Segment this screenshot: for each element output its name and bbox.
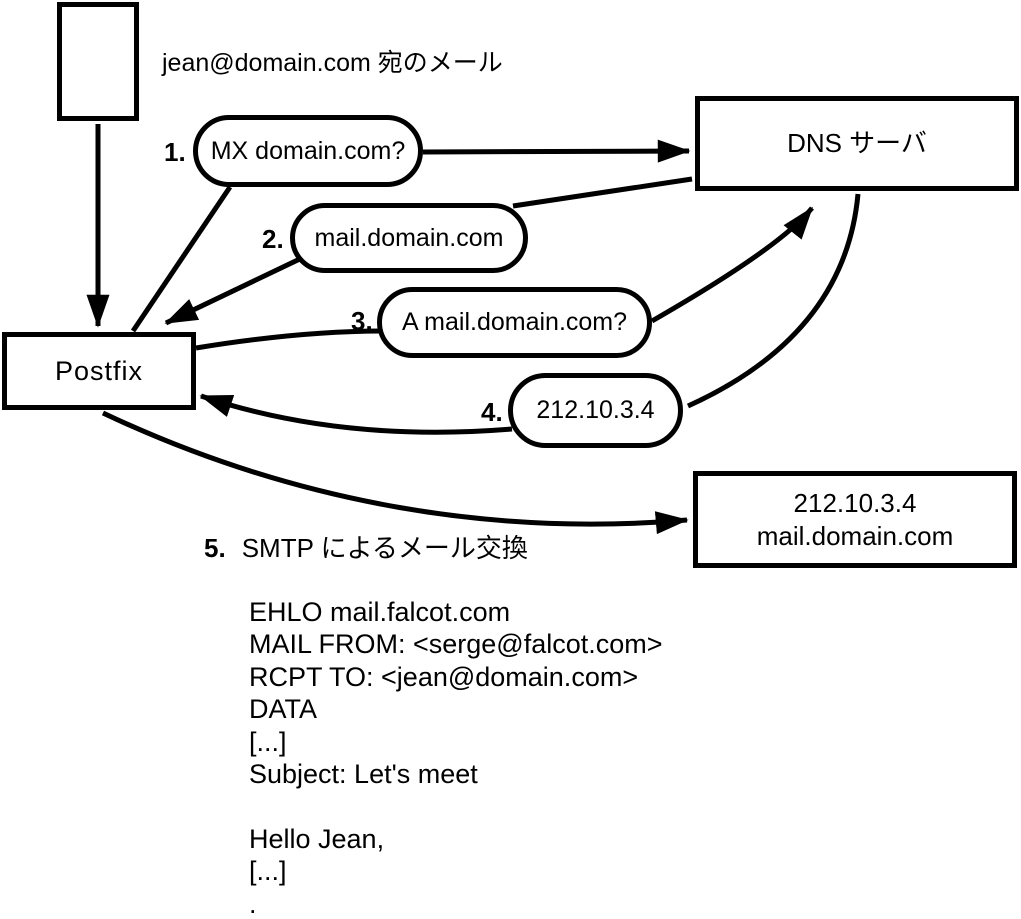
step2-answer-text: mail.domain.com: [314, 223, 504, 252]
step1-query-text: MX domain.com?: [210, 136, 406, 165]
smtp-line: RCPT TO: <jean@domain.com>: [249, 661, 639, 692]
smtp-line: Hello Jean,: [249, 823, 385, 854]
step3-query-pill: A mail.domain.com?: [377, 287, 652, 358]
smtp-line: Subject: Let's meet: [249, 758, 478, 789]
step5-text: SMTP によるメール交換: [241, 533, 528, 563]
step1-query-pill: MX domain.com?: [193, 115, 423, 187]
step5-caption: 5. SMTP によるメール交換: [204, 528, 528, 565]
step4-answer-text: 212.10.3.4: [536, 396, 655, 424]
step4-answer-pill: 212.10.3.4: [508, 373, 683, 448]
postfix-node: Postfix: [2, 332, 196, 410]
line-dns-to-step4: [686, 193, 861, 409]
step2-answer-pill: mail.domain.com: [290, 203, 528, 273]
arrow-step3-to-dns: [650, 206, 814, 324]
step5-number: 5.: [204, 533, 226, 563]
smtp-line: MAIL FROM: <serge@falcot.com>: [249, 629, 663, 660]
arrow-step1-to-dns: [422, 139, 691, 163]
smtp-session-transcript: EHLO mail.falcot.com MAIL FROM: <serge@f…: [249, 596, 663, 919]
smtp-line: [...]: [249, 726, 287, 757]
step2-number: 2.: [262, 224, 284, 254]
step3-number: 3.: [351, 306, 373, 336]
dns-server-node: DNS サーバ: [695, 96, 1019, 191]
smtp-line: DATA: [249, 694, 318, 725]
mail-server-ip: 212.10.3.4: [793, 487, 917, 518]
smtp-line: [...]: [249, 856, 287, 887]
smtp-line: EHLO mail.falcot.com: [249, 597, 511, 627]
step1-number: 1.: [164, 137, 186, 167]
incoming-mail-box: [57, 2, 139, 121]
line-dns-to-step2: [512, 176, 693, 209]
smtp-line: [249, 790, 663, 822]
postfix-label: Postfix: [54, 355, 144, 386]
dns-server-label: DNS サーバ: [787, 128, 927, 158]
smtp-line: .: [249, 888, 257, 919]
step4-number: 4.: [481, 397, 503, 427]
step3-query-text: A mail.domain.com?: [401, 308, 628, 336]
arrow-step2-to-postfix: [164, 254, 306, 326]
arrow-step4-to-postfix: [199, 393, 513, 435]
mail-server-hostname: mail.domain.com: [756, 520, 954, 551]
mail-server-node: 212.10.3.4 mail.domain.com: [693, 471, 1017, 568]
line-postfix-to-step1: [130, 185, 233, 333]
incoming-mail-caption: jean@domain.com 宛のメール: [162, 49, 503, 77]
